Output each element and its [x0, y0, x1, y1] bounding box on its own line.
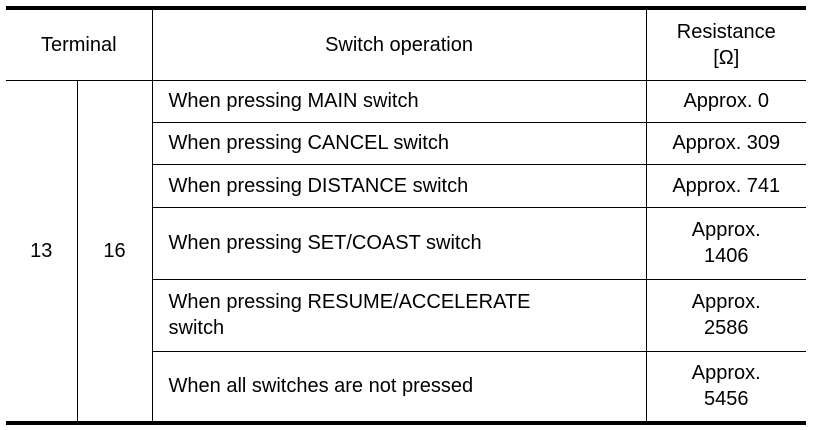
resistance-cell: Approx. 2586 — [645, 278, 807, 352]
resistance-cell: Approx. 309 — [645, 121, 807, 165]
resistance-cell: Approx. 1406 — [645, 206, 807, 280]
resistance-prefix: Approx. — [691, 219, 761, 241]
table-row: When pressing SET/COAST switch Approx. 1… — [6, 206, 807, 280]
operation-cell: When pressing RESUME/ACCELERATE switch — [152, 278, 647, 352]
resistance-cell: Approx. 5456 — [645, 350, 807, 425]
resistance-cell: Approx. 741 — [645, 163, 807, 208]
operation-cell: When pressing SET/COAST switch — [152, 206, 647, 280]
resistance-header: Resistance [Ω] — [645, 6, 807, 81]
resistance-cell: Approx. 0 — [645, 79, 807, 123]
table-row: When all switches are not pressed Approx… — [6, 350, 807, 425]
operation-text-line2: switch — [168, 317, 225, 339]
resistance-value: 2586 — [704, 317, 749, 339]
resistance-value: 5456 — [704, 388, 749, 411]
operation-cell: When pressing MAIN switch — [151, 79, 647, 123]
switch-operation-header: Switch operation — [151, 6, 647, 81]
resistance-header-label: Resistance — [676, 20, 776, 43]
operation-cell: When all switches are not pressed — [152, 350, 647, 425]
operation-cell: When pressing DISTANCE switch — [152, 163, 647, 208]
resistance-value: 1406 — [704, 245, 749, 267]
table-row: When pressing CANCEL switch Approx. 309 — [6, 121, 807, 165]
resistance-table: Terminal Switch operation Resistance [Ω]… — [6, 6, 807, 425]
table-row: When pressing RESUME/ACCELERATE switch A… — [6, 278, 807, 352]
operation-cell: When pressing CANCEL switch — [152, 121, 647, 165]
table-row: 13 16 When pressing MAIN switch Approx. … — [6, 79, 807, 425]
operation-text-line1: When pressing RESUME/ACCELERATE — [168, 291, 531, 313]
terminal-negative: 16 — [76, 79, 153, 425]
table-row: When pressing DISTANCE switch Approx. 74… — [6, 163, 807, 208]
resistance-prefix: Approx. — [691, 362, 761, 385]
terminal-positive: 13 — [6, 79, 78, 425]
resistance-header-unit: [Ω] — [713, 46, 740, 69]
header-row: Terminal Switch operation Resistance [Ω] — [6, 6, 807, 81]
resistance-prefix: Approx. — [691, 291, 761, 313]
terminal-header: Terminal — [6, 6, 153, 81]
